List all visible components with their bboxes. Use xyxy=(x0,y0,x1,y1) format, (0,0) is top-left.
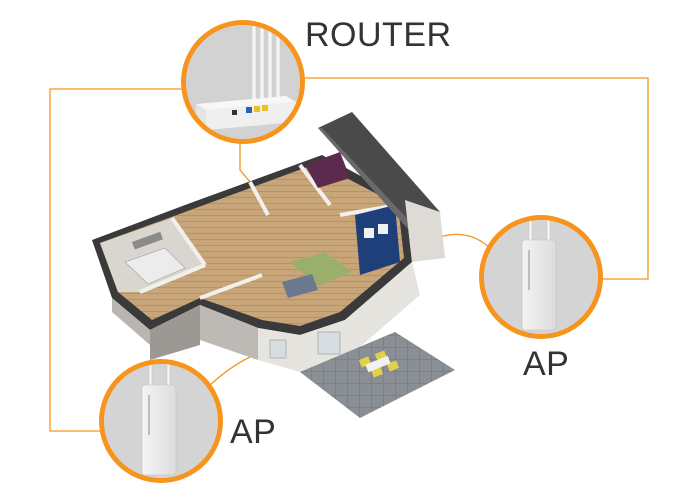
access-point-icon xyxy=(484,220,598,334)
access-point-icon xyxy=(104,364,218,478)
front-wall-right xyxy=(258,262,420,372)
ap-circle-right xyxy=(479,215,603,339)
line-right-ap-to-house xyxy=(439,233,493,251)
ap-label-right: AP xyxy=(523,345,570,383)
router-circle xyxy=(181,20,305,144)
router-device-icon xyxy=(186,25,300,139)
sofa xyxy=(282,274,318,298)
ap-label-left: AP xyxy=(230,413,277,451)
line-router-to-left-ap xyxy=(49,88,186,432)
rug xyxy=(290,252,352,286)
ap-circle-left xyxy=(99,359,223,483)
front-wall-left xyxy=(150,305,200,360)
line-router-to-right-ap xyxy=(300,77,649,280)
house-illustration xyxy=(92,112,455,418)
router-label: ROUTER xyxy=(305,16,452,54)
patio-furniture xyxy=(358,350,400,378)
bed xyxy=(124,247,186,285)
blue-wall xyxy=(355,205,400,275)
